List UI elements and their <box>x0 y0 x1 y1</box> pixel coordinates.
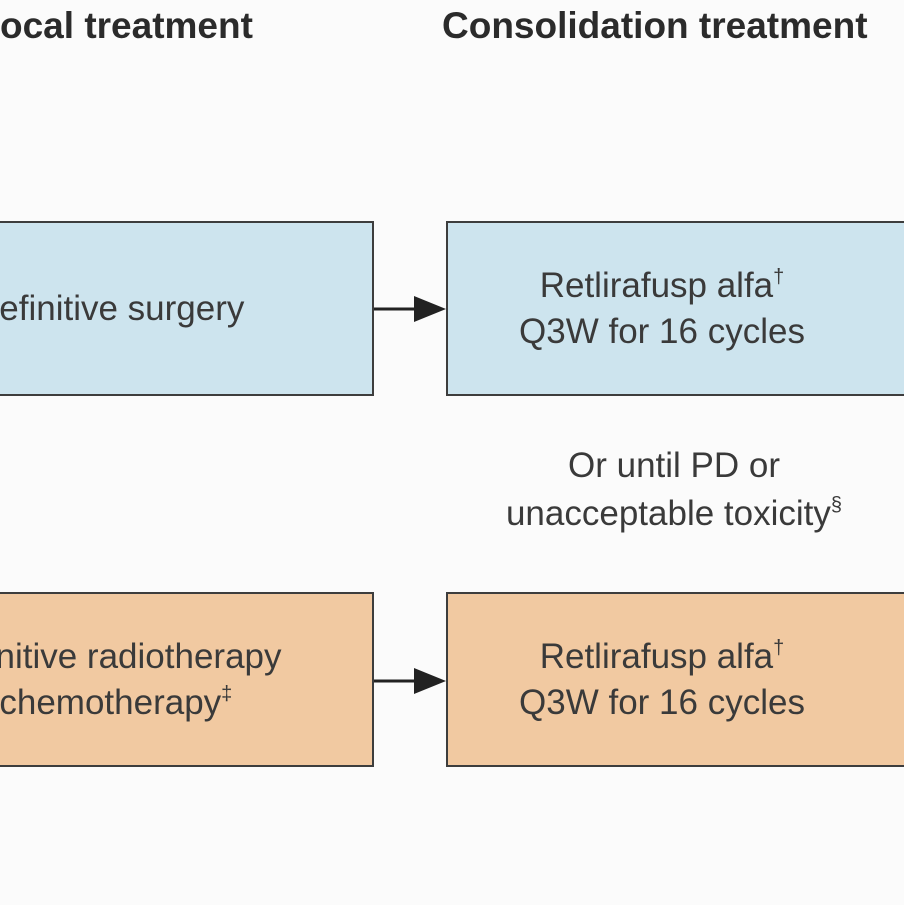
consolidation-treatment-header: Consolidation treatment <box>442 5 868 46</box>
arrow-right-icon <box>374 296 446 322</box>
chemotherapy-label: - chemotherapy‡ <box>0 682 233 722</box>
local-treatment-header: ocal treatment <box>0 5 253 46</box>
radiotherapy-label: finitive radiotherapy <box>0 636 282 676</box>
arrow-right-icon <box>374 668 446 694</box>
dosing-schedule-label: Q3W for 16 cycles <box>519 311 805 351</box>
drug-name-label: Retlirafusp alfa† <box>539 636 785 676</box>
definitive-surgery-label: Definitive surgery <box>0 288 245 328</box>
consolidation-box-radiotherapy-arm: Retlirafusp alfa† Q3W for 16 cycles <box>446 592 904 767</box>
definitive-surgery-box: Definitive surgery <box>0 221 374 396</box>
dosing-schedule-label: Q3W for 16 cycles <box>519 682 805 722</box>
definitive-radiotherapy-box: finitive radiotherapy - chemotherapy‡ <box>0 592 374 767</box>
duration-note-line-2: unacceptable toxicity§ <box>505 494 843 533</box>
consolidation-box-surgery-arm: Retlirafusp alfa† Q3W for 16 cycles <box>446 221 904 396</box>
duration-note: Or until PD or unacceptable toxicity§ <box>446 442 902 538</box>
duration-note-line-1: Or until PD or <box>568 446 780 485</box>
drug-name-label: Retlirafusp alfa† <box>539 265 785 305</box>
